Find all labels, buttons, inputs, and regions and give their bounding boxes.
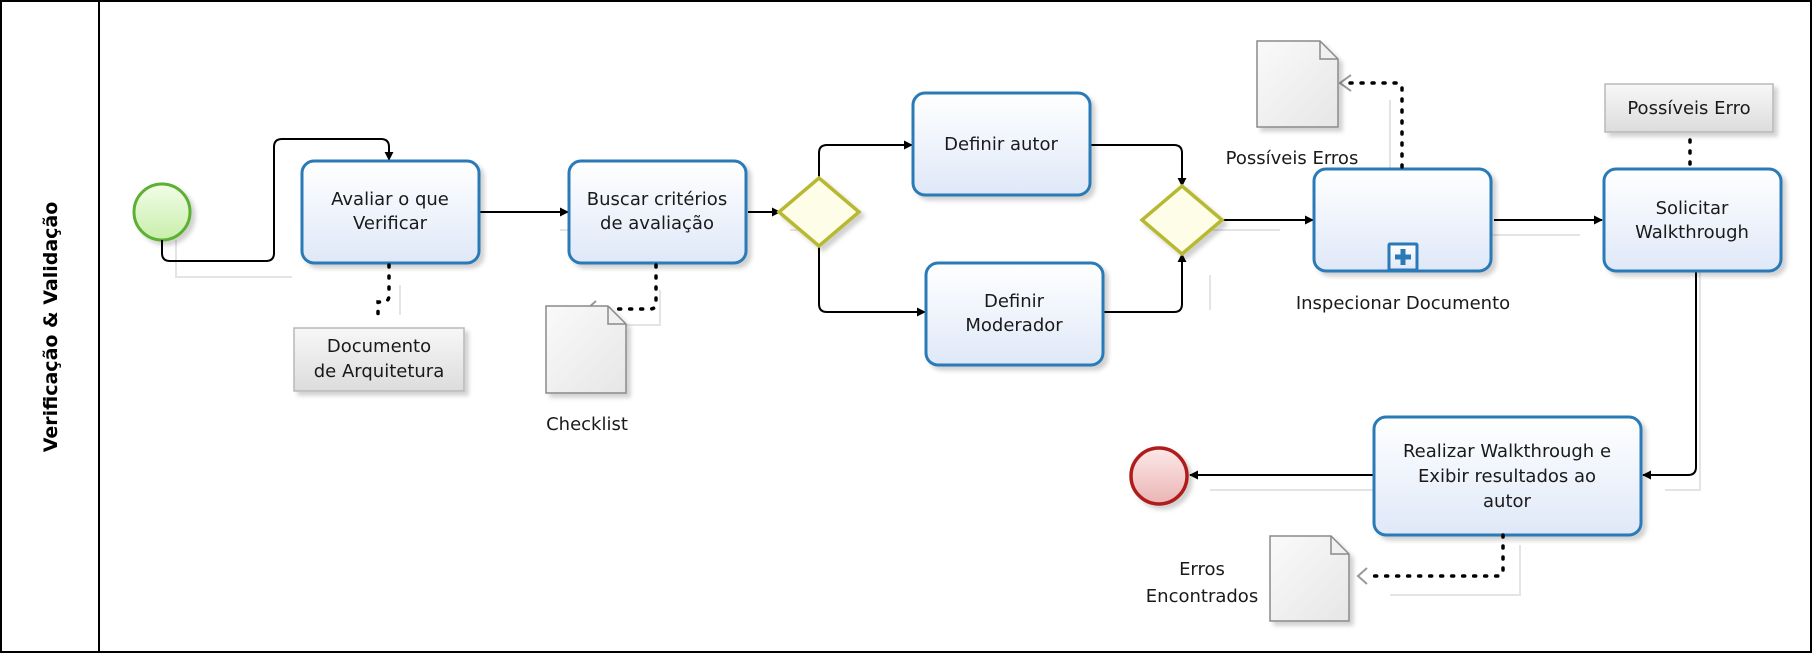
- annotation-possiveis-erro[interactable]: Possíveis Erro: [1604, 83, 1774, 133]
- exclusive-gateway-split[interactable]: [776, 175, 862, 249]
- assoc-buscar-checklist: [586, 263, 658, 311]
- annotation-possiveis-erro-text: Possíveis Erro: [1627, 98, 1750, 119]
- task-buscar[interactable]: Buscar critérios de avaliação: [567, 159, 748, 265]
- chevron-left-icon: [1338, 74, 1352, 92]
- task-buscar-line-2: de avaliação: [600, 213, 714, 234]
- data-object-checklist-label: Checklist: [546, 414, 628, 435]
- task-solicitar-line-1: Solicitar: [1656, 198, 1729, 219]
- task-realizar-line-3: autor: [1483, 491, 1532, 512]
- task-moderador-line-1: Definir: [984, 291, 1045, 312]
- routing-shadows: [175, 100, 1701, 596]
- data-object-possiveis-erros[interactable]: [1256, 40, 1339, 128]
- flow-gateway-to-moderador: [818, 246, 926, 317]
- task-realizar-walkthrough[interactable]: Realizar Walkthrough e Exibir resultados …: [1372, 415, 1643, 537]
- annotation-doc-arq-line-2: de Arquitetura: [314, 361, 444, 382]
- svg-text:Definir autor: Definir autor: [944, 134, 1058, 155]
- task-realizar-line-1: Realizar Walkthrough e: [1403, 441, 1611, 462]
- task-avaliar-line-2: Verificar: [353, 213, 428, 234]
- chevron-left-icon-3: [1356, 567, 1368, 585]
- end-event[interactable]: [1129, 446, 1189, 506]
- document-icon-2: [1256, 40, 1339, 128]
- data-object-checklist[interactable]: [545, 305, 627, 394]
- subprocess-inspecionar-caption: Inspecionar Documento: [1296, 293, 1510, 314]
- lane-label: Verificação & Validação: [40, 202, 62, 453]
- start-event[interactable]: [132, 182, 192, 242]
- task-autor-line-1: Definir autor: [944, 134, 1058, 155]
- annotation-doc-arq-line-1: Documento: [327, 336, 431, 357]
- data-object-erros-line-1: Erros: [1179, 559, 1225, 580]
- task-definir-autor[interactable]: Definir autor: [911, 91, 1092, 197]
- plus-icon: [1395, 249, 1411, 265]
- assoc-inspecionar-possiveis-erros: [1343, 81, 1404, 169]
- task-solicitar-line-2: Walkthrough: [1635, 222, 1749, 243]
- document-icon-3: [1269, 535, 1350, 622]
- data-object-possiveis-erros-label: Possíveis Erros: [1226, 148, 1359, 169]
- flow-solicitar-to-realizar: [1642, 272, 1697, 480]
- task-buscar-line-1: Buscar critérios: [587, 189, 727, 210]
- flow-gateway-to-autor: [818, 140, 913, 178]
- associations: [376, 74, 1692, 585]
- task-avaliar-line-1: Avaliar o que: [331, 189, 449, 210]
- sequence-flows: [161, 138, 1697, 480]
- assoc-avaliar-doc-arq: [376, 263, 391, 324]
- task-realizar-line-2: Exibir resultados ao: [1418, 466, 1596, 487]
- data-object-erros-line-2: Encontrados: [1146, 586, 1258, 607]
- flow-moderador-to-join: [1104, 253, 1187, 313]
- assoc-realizar-erros-encontrados: [1372, 533, 1505, 578]
- data-object-erros-encontrados[interactable]: [1269, 535, 1350, 622]
- annotation-documento-arquitetura[interactable]: Documento de Arquitetura: [293, 327, 465, 392]
- subprocess-inspecionar[interactable]: [1312, 167, 1493, 273]
- exclusive-gateway-join[interactable]: [1139, 183, 1225, 257]
- document-icon: [545, 305, 627, 394]
- flow-start-to-avaliar: [161, 138, 394, 262]
- flow-autor-to-join: [1090, 144, 1187, 187]
- task-moderador-line-2: Moderador: [965, 315, 1063, 336]
